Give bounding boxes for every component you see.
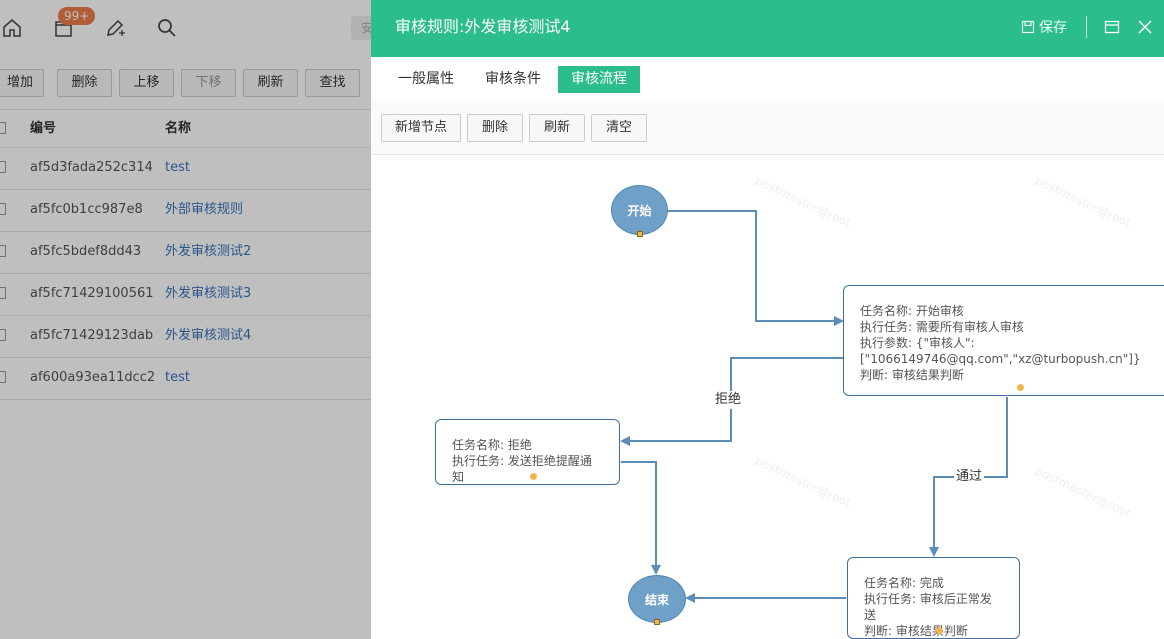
edge-label-pass[interactable]: 通过 [954,468,985,486]
row-code: af5fc71429123dab [30,328,154,343]
tab-general-properties[interactable]: 一般属性 [398,71,454,87]
save-icon [1021,20,1035,34]
row-name-link[interactable]: test [165,370,190,385]
task-line: 执行任务: 需要所有审核人审核 [860,320,1024,334]
end-node-port[interactable] [654,619,660,625]
row-name-link[interactable]: 外部审核规则 [165,202,244,217]
task-line: ["1066149746@qq.com","xz@turbopush.cn"]} [860,352,1141,366]
add-node-button[interactable]: 新增节点 [381,114,461,142]
dialog-header: 审核规则:外发审核测试4 保存 [371,0,1164,57]
header-code: 编号 [30,121,57,136]
notification-badge: 99+ [58,7,96,25]
task-node-port[interactable] [530,473,537,480]
table-row[interactable]: af5fc0b1cc987e8 外部审核规则 [0,189,371,232]
start-node-label: 开始 [627,204,652,218]
task-node-start-review[interactable]: 任务名称: 开始审核 执行任务: 需要所有审核人审核 执行参数: {"审核人":… [843,285,1164,396]
row-checkbox[interactable] [0,245,6,257]
table-row[interactable]: af5fc71429123dab 外发审核测试4 [0,315,371,358]
home-icon[interactable] [0,14,26,42]
rule-dialog: 审核规则:外发审核测试4 保存 一般属性 审核条件 审核流程 新增节点 删除 刷… [371,0,1164,639]
dialog-title: 审核规则:外发审核测试4 [395,17,571,36]
flow-canvas[interactable]: postmaster@root postmaster@root postmast… [371,155,1164,639]
flow-toolbar: 新增节点 删除 刷新 清空 [371,101,1164,155]
maximize-icon[interactable] [1102,17,1122,37]
clear-flow-button[interactable]: 清空 [591,114,647,142]
flow-edges [620,210,1008,603]
task-line: 执行任务: 发送拒绝提醒通知 [452,454,592,484]
save-button[interactable]: 保存 [1021,17,1067,37]
row-checkbox[interactable] [0,371,6,383]
row-name-link[interactable]: 外发审核测试3 [165,286,252,301]
start-node[interactable]: 开始 [611,185,668,237]
task-node-port[interactable] [1017,384,1024,391]
row-name-link[interactable]: 外发审核测试2 [165,244,252,259]
row-name-link[interactable]: 外发审核测试4 [165,328,252,343]
row-checkbox[interactable] [0,203,6,215]
task-line: 任务名称: 开始审核 [860,304,964,318]
row-code: af5fc71429100561 [30,286,154,301]
row-code: af600a93ea11dcc2 [30,370,156,385]
edit-icon[interactable] [101,14,129,42]
row-checkbox[interactable] [0,287,6,299]
row-code: af5fc0b1cc987e8 [30,202,143,217]
task-line: 判断: 审核结果判断 [860,368,964,382]
row-checkbox[interactable] [0,329,6,341]
select-all-checkbox[interactable] [0,122,6,134]
tab-review-conditions[interactable]: 审核条件 [485,71,541,87]
close-icon[interactable] [1135,17,1155,37]
end-node[interactable]: 结束 [628,575,686,625]
row-name-link[interactable]: test [165,160,190,175]
find-button[interactable]: 查找 [305,69,360,97]
task-node-complete[interactable]: 任务名称: 完成 执行任务: 审核后正常发送 判断: 审核结果判断 [847,557,1020,639]
save-label: 保存 [1039,20,1067,36]
task-line: 任务名称: 拒绝 [452,438,532,452]
row-code: af5d3fada252c314 [30,160,153,175]
edge-reject-to-end[interactable] [621,461,661,575]
refresh-flow-button[interactable]: 刷新 [529,114,585,142]
add-button[interactable]: 增加 [0,69,44,97]
tab-review-flow[interactable]: 审核流程 [558,66,640,93]
task-node-port[interactable] [936,627,943,634]
move-down-button[interactable]: 下移 [181,69,236,97]
refresh-button[interactable]: 刷新 [243,69,298,97]
table-row[interactable]: af5fc71429100561 外发审核测试3 [0,273,371,316]
task-line: 执行参数: {"审核人": [860,336,975,350]
row-checkbox[interactable] [0,161,6,173]
table-row[interactable]: af5d3fada252c314 test [0,147,371,190]
header-divider [1086,16,1087,38]
table-header: 编号 名称 [0,109,371,148]
task-line: 任务名称: 完成 [864,576,944,590]
end-node-label: 结束 [644,593,669,607]
header-name: 名称 [165,121,192,136]
table-row[interactable]: af5fc5bdef8dd43 外发审核测试2 [0,231,371,274]
task-line: 判断: 审核结果判断 [864,624,968,638]
task-node-reject[interactable]: 任务名称: 拒绝 执行任务: 发送拒绝提醒通知 [435,419,620,485]
edge-start-to-review[interactable] [668,210,844,326]
edge-label-reject[interactable]: 拒绝 [713,391,744,409]
start-node-port[interactable] [636,231,643,237]
search-icon[interactable] [153,14,181,42]
move-up-button[interactable]: 上移 [119,69,174,97]
dialog-tabs: 一般属性 审核条件 审核流程 [371,57,1164,102]
table-row[interactable]: af600a93ea11dcc2 test [0,357,371,400]
task-line: 执行任务: 审核后正常发送 [864,592,992,622]
delete-button[interactable]: 删除 [57,69,112,97]
row-code: af5fc5bdef8dd43 [30,244,142,259]
delete-node-button[interactable]: 删除 [467,114,523,142]
